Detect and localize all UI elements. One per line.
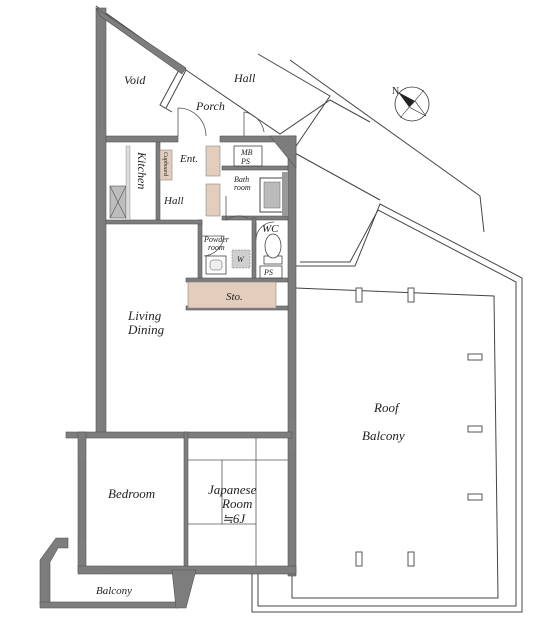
storage-room <box>187 281 277 309</box>
hall-closet <box>205 183 221 217</box>
balcony-label: Balcony <box>96 585 132 597</box>
bath-label-2: room <box>234 183 251 192</box>
ps-box <box>259 265 283 279</box>
compass-north-label: N <box>392 86 399 97</box>
outer-hall-outline <box>95 5 485 233</box>
void-label: Void <box>124 73 146 87</box>
toilet <box>263 233 283 265</box>
tatami-lines <box>188 438 288 566</box>
ent-label: Ent. <box>179 153 198 165</box>
powder-label-2: room <box>208 243 225 252</box>
kitchen-label: Kitchen <box>135 151 149 189</box>
storage-label: Sto. <box>226 291 243 303</box>
roof-markers <box>355 287 483 567</box>
kitchen-fixtures <box>109 145 131 221</box>
hall-inner-label: Hall <box>163 195 184 207</box>
japanese-size-label: ≒6J <box>222 511 246 526</box>
washer-box <box>231 249 251 269</box>
hall-outer-label: Hall <box>233 71 256 85</box>
entrance-closet <box>205 145 221 177</box>
w-label: W <box>237 255 245 264</box>
mb-ps-box <box>233 145 263 167</box>
bedroom-label: Bedroom <box>108 486 155 501</box>
cupboard-shape <box>159 149 173 181</box>
mb-ps-label-1: MB <box>240 148 253 157</box>
room-label: Room <box>221 496 252 511</box>
cupboard-label: Cupboard <box>162 152 168 177</box>
balcony-roof-label: Balcony <box>362 428 405 443</box>
roof-label: Roof <box>373 400 401 415</box>
japanese-label: Japanese <box>208 482 257 497</box>
compass-icon <box>394 86 430 122</box>
windows <box>79 40 295 569</box>
living-label: Living <box>127 308 162 323</box>
powder-label-1: Powder <box>203 235 230 244</box>
dining-label: Dining <box>127 322 165 337</box>
porch-label: Porch <box>195 99 225 113</box>
bath-label-1: Bath <box>234 175 249 184</box>
wc-label: WC <box>262 223 279 235</box>
mb-ps-label-2: PS <box>240 157 250 166</box>
ps-label: PS <box>263 268 273 277</box>
doors <box>177 107 275 257</box>
